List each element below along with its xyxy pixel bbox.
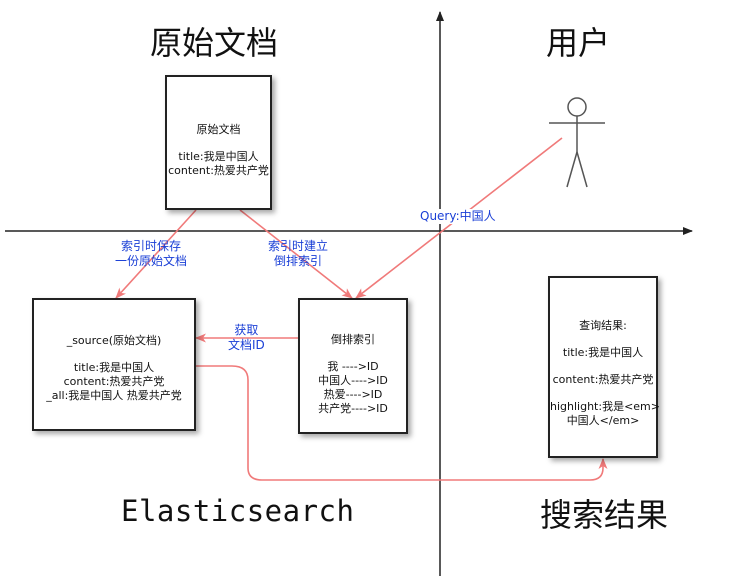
index-entry: 中国人---->ID (318, 374, 388, 387)
original-doc-content: content:热爱共产党 (168, 164, 269, 177)
arrow-save-source (115, 209, 197, 299)
result-highlight-line1: highlight:我是<em> (550, 400, 660, 413)
search-result-box: 查询结果: title:我是中国人 content:热爱共产党 highligh… (548, 276, 660, 458)
label-fetch-id-line1: 获取 (234, 323, 259, 337)
arrow-return-result (196, 365, 608, 481)
source-all: _all:我是中国人 热爱共产党 (46, 389, 182, 402)
label-build-index-line2: 倒排索引 (274, 254, 323, 268)
user-stick-figure-icon (549, 97, 605, 188)
result-heading: 查询结果: (579, 319, 627, 332)
label-query: Query:中国人 (418, 209, 498, 224)
label-fetch-id-line2: 文档ID (228, 338, 265, 352)
label-save-source-line2: 一份原始文档 (115, 254, 188, 268)
original-doc-title: title:我是中国人 (178, 150, 259, 163)
label-save-source-line1: 索引时保存 (121, 239, 182, 253)
title-elasticsearch: Elasticsearch (121, 494, 355, 528)
index-entry: 热爱---->ID (323, 388, 383, 401)
title-user: 用户 (546, 24, 611, 62)
result-title: title:我是中国人 (562, 346, 644, 359)
label-save-source: 索引时保存 一份原始文档 (115, 239, 187, 269)
label-build-index-line1: 索引时建立 (268, 239, 329, 253)
source-content: content:热爱共产党 (63, 375, 165, 388)
label-fetch-id: 获取 文档ID (228, 323, 265, 353)
inverted-index-heading: 倒排索引 (331, 333, 375, 346)
label-build-index: 索引时建立 倒排索引 (268, 239, 328, 269)
inverted-index-box: 倒排索引 我 ---->ID 中国人---->ID 热爱---->ID 共产党-… (298, 298, 408, 434)
title-search-results: 搜索结果 (540, 496, 669, 534)
arrow-build-index (239, 209, 353, 299)
original-doc-heading: 原始文档 (196, 123, 241, 136)
title-original-docs: 原始文档 (150, 24, 279, 62)
result-highlight-line2: 中国人</em> (566, 414, 640, 427)
index-entry: 我 ---->ID (327, 360, 379, 373)
index-entry: 共产党---->ID (318, 402, 388, 415)
original-doc-box: 原始文档 title:我是中国人 content:热爱共产党 (165, 75, 272, 210)
result-content: content:热爱共产党 (552, 373, 654, 386)
source-title: title:我是中国人 (73, 361, 155, 374)
source-box: _source(原始文档) title:我是中国人 content:热爱共产党 … (32, 298, 196, 431)
source-heading: _source(原始文档) (66, 334, 162, 347)
